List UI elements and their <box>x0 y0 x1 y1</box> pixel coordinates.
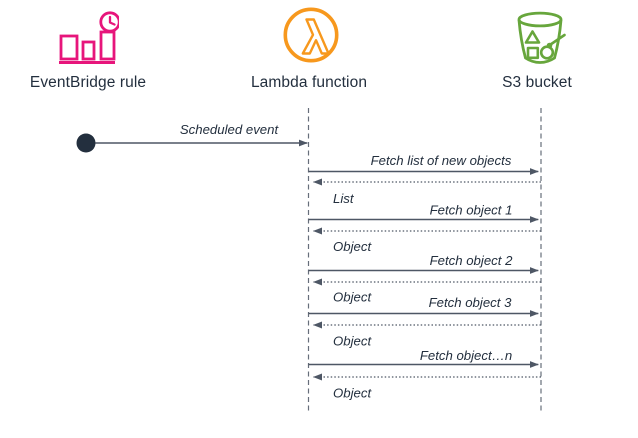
s3-bucket-icon <box>517 11 566 64</box>
message-label-scheduled-event: Scheduled event <box>180 122 280 137</box>
lambda-icon-strokes <box>283 7 339 63</box>
bar-2 <box>81 40 96 61</box>
actor-label-eventbridge: EventBridge rule <box>29 74 147 91</box>
clock-hands <box>108 15 116 26</box>
s3-icon-strokes <box>517 11 566 64</box>
bar-1 <box>59 34 79 61</box>
lambda-glyph <box>301 18 330 55</box>
message-label-list: List <box>333 191 355 206</box>
message-label-object-2: Object <box>333 290 372 305</box>
message-label-fetch-list: Fetch list of new objects <box>371 153 512 168</box>
message-label-fetch-object-n: Fetch object…n <box>420 348 512 363</box>
message-label-object-n: Object <box>333 386 372 401</box>
message-label-object-1: Object <box>333 239 372 254</box>
square-object <box>526 46 540 60</box>
bucket-handle <box>549 33 566 46</box>
start-node <box>76 133 96 153</box>
message-lines <box>95 139 541 381</box>
lambda-function-icon <box>283 7 339 63</box>
bucket-rim <box>517 11 563 28</box>
message-label-object-3: Object <box>333 334 372 349</box>
message-label-fetch-object-2: Fetch object 2 <box>430 253 513 268</box>
bucket-handle-knob <box>546 42 553 49</box>
eventbridge-rule-icon <box>59 11 119 64</box>
eventbridge-icon-strokes <box>59 11 119 64</box>
message-labels: Scheduled event Fetch list of new object… <box>180 122 513 401</box>
message-label-fetch-object-1: Fetch object 1 <box>430 203 513 218</box>
actor-label-lambda: Lambda function <box>250 74 368 91</box>
actor-label-s3: S3 bucket <box>502 74 572 91</box>
triangle-object <box>524 30 541 44</box>
lambda-circle <box>283 7 339 63</box>
message-label-fetch-object-3: Fetch object 3 <box>429 295 512 310</box>
